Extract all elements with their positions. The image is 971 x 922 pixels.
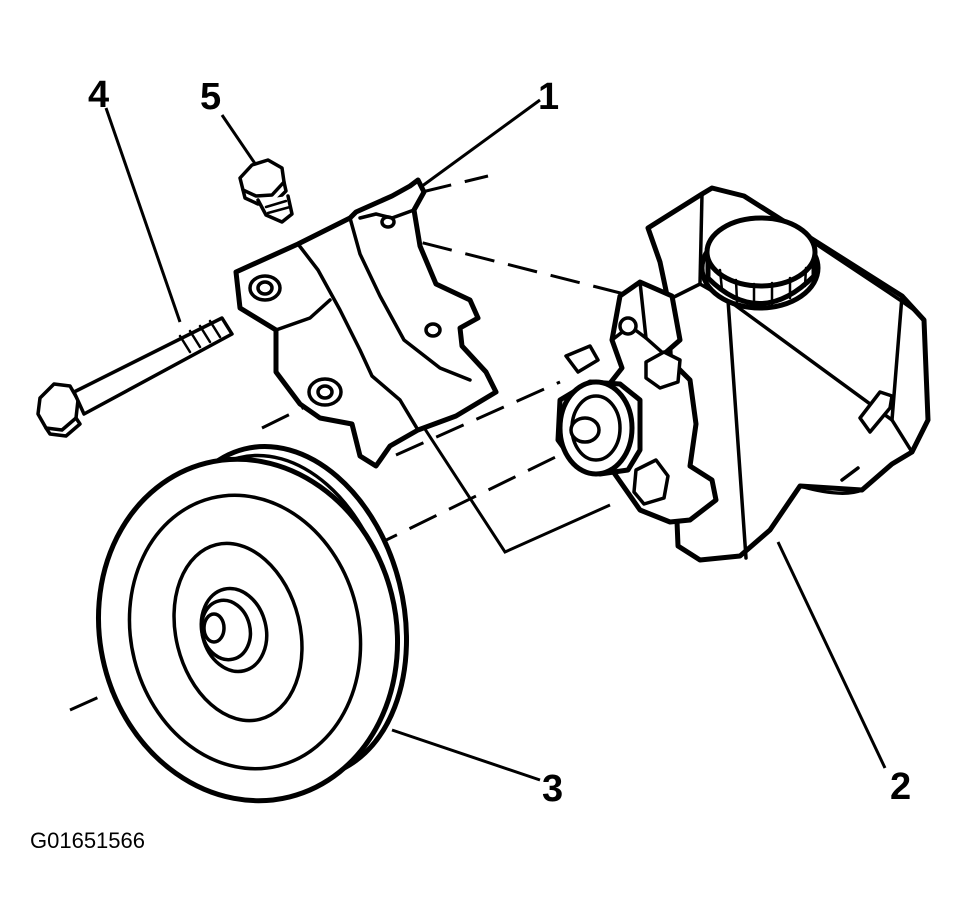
callout-4: 4 [88,74,110,116]
bolt1-hole-dash [421,174,489,194]
item-3-pulley [95,444,409,804]
pulley-to-shaft-dash [369,443,581,550]
callout-3: 3 [542,768,564,810]
figure-id: G01651566 [30,828,145,853]
leader-4 [104,107,182,323]
callout-5: 5 [200,76,222,118]
callout-2: 2 [890,766,912,808]
leader-lines [104,98,887,782]
item-5-bolt [238,158,294,224]
leader-1 [413,98,541,194]
item-1-bracket [233,177,499,469]
leader-2 [776,541,887,769]
callout-1: 1 [538,76,560,118]
leader-5 [220,114,258,166]
item-4-long-bolt [36,316,234,438]
reservoir-lower-ring [798,466,864,495]
bracket-lower-dash [395,380,561,457]
bracket-to-pump-dash [379,230,641,300]
item-2-pump-assembly [555,185,931,563]
leader-3 [391,728,541,782]
